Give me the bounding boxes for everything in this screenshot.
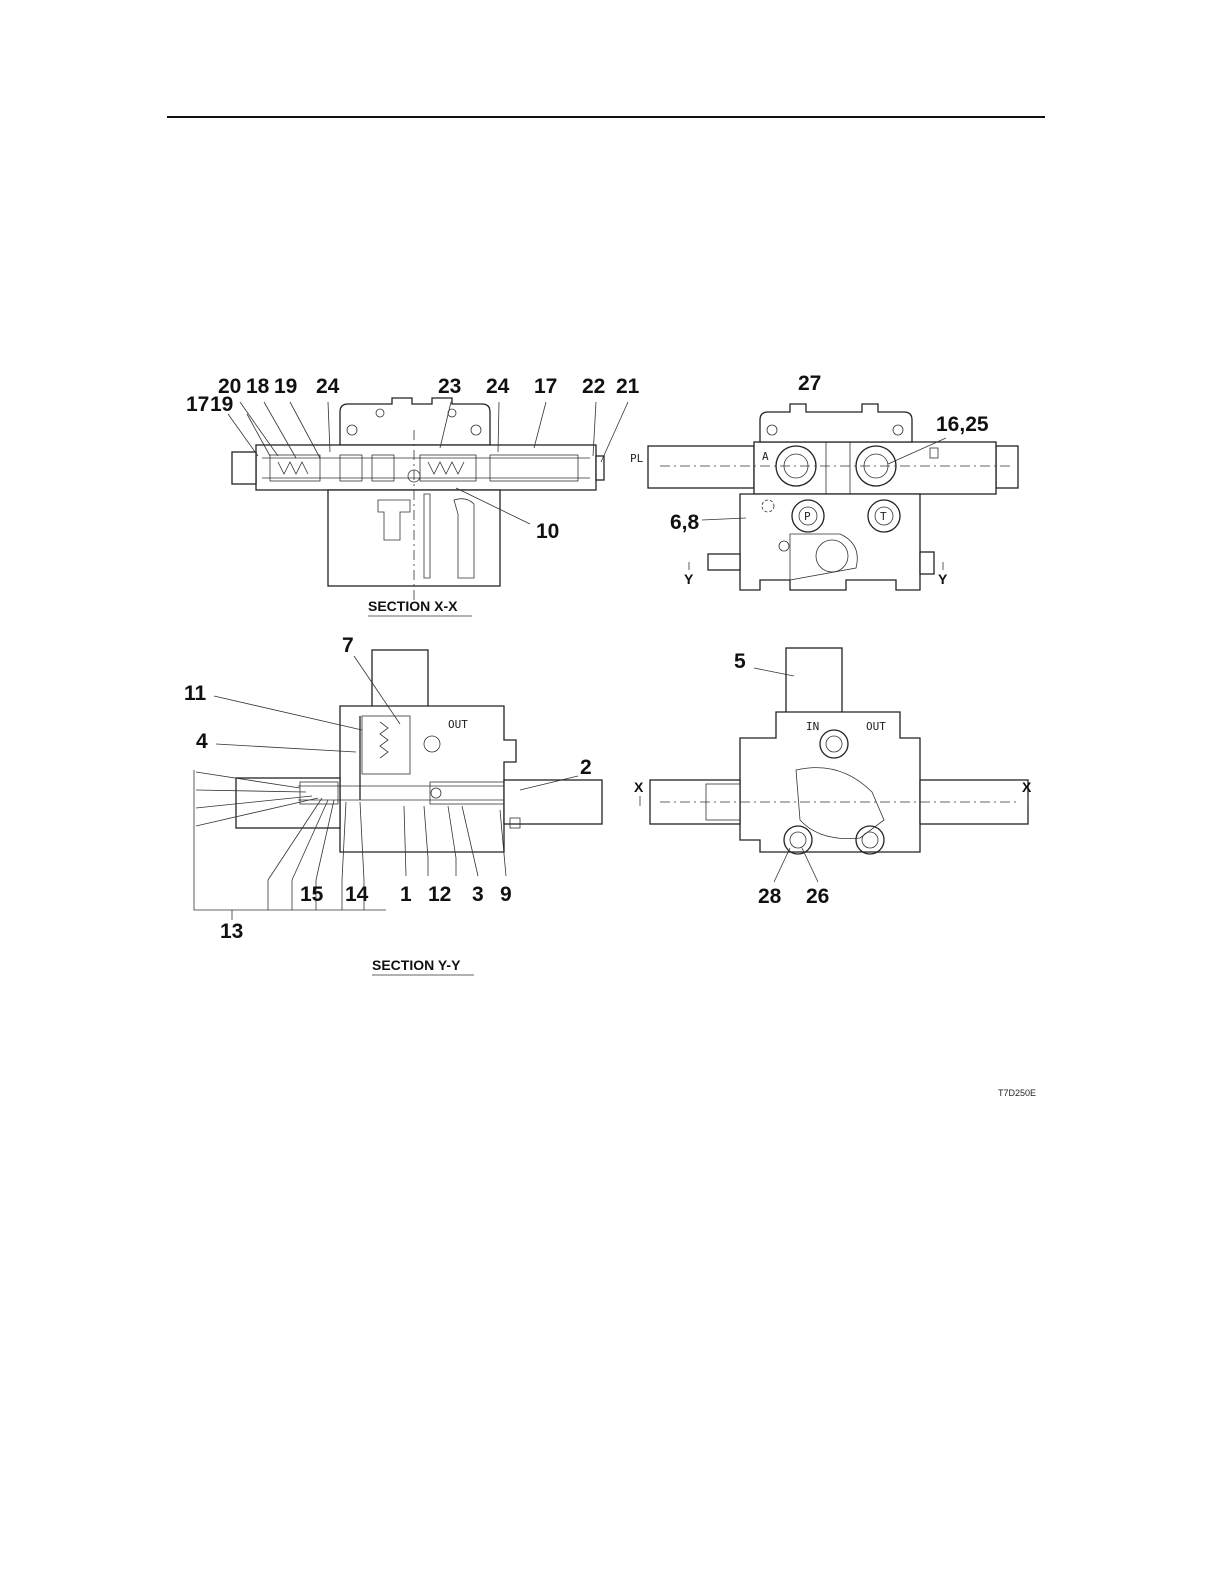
- callout-24b: 24: [486, 375, 510, 398]
- callout-19b: 19: [210, 393, 233, 416]
- figure-code: T7D250E: [998, 1088, 1036, 1098]
- callout-11: 11: [184, 682, 207, 705]
- callout-18: 18: [246, 375, 270, 398]
- callout-12: 12: [428, 883, 451, 906]
- marker-x-left: X: [634, 779, 644, 795]
- section-yy-view: [194, 650, 602, 920]
- callout-6-8: 6,8: [670, 511, 700, 534]
- bottom-right-view: [650, 648, 1028, 882]
- callout-15: 15: [300, 883, 324, 906]
- callout-14: 14: [345, 883, 369, 906]
- marker-y-left: Y: [684, 571, 694, 587]
- callout-22: 22: [582, 375, 605, 398]
- port-label-out-right: OUT: [866, 720, 886, 733]
- callout-26: 26: [806, 885, 829, 908]
- section-xx-view: [228, 398, 628, 600]
- port-label-t: T: [880, 510, 887, 523]
- port-label-p: P: [804, 510, 811, 523]
- caption-section-xx: SECTION X-X: [368, 598, 458, 614]
- port-label-out-left: OUT: [448, 718, 468, 731]
- callout-4: 4: [196, 730, 208, 753]
- port-label-pl: PL: [630, 452, 644, 465]
- callout-10: 10: [536, 520, 559, 543]
- marker-y-right: Y: [938, 571, 948, 587]
- callout-1: 1: [400, 883, 412, 906]
- callout-9: 9: [500, 883, 512, 906]
- callout-21: 21: [616, 375, 640, 398]
- callout-7: 7: [342, 634, 354, 657]
- callout-16-25: 16,25: [936, 413, 989, 436]
- callout-2: 2: [580, 756, 592, 779]
- callout-27: 27: [798, 372, 821, 395]
- port-label-in: IN: [806, 720, 819, 733]
- port-label-a: A: [762, 450, 769, 463]
- callout-3: 3: [472, 883, 484, 906]
- callout-13: 13: [220, 920, 243, 943]
- caption-section-yy: SECTION Y-Y: [372, 957, 461, 973]
- callout-24: 24: [316, 375, 340, 398]
- marker-x-right: X: [1022, 779, 1032, 795]
- callout-19: 19: [274, 375, 297, 398]
- callout-5: 5: [734, 650, 746, 673]
- callout-17b: 17: [186, 393, 209, 416]
- callout-28: 28: [758, 885, 782, 908]
- callout-23: 23: [438, 375, 461, 398]
- callout-17: 17: [534, 375, 557, 398]
